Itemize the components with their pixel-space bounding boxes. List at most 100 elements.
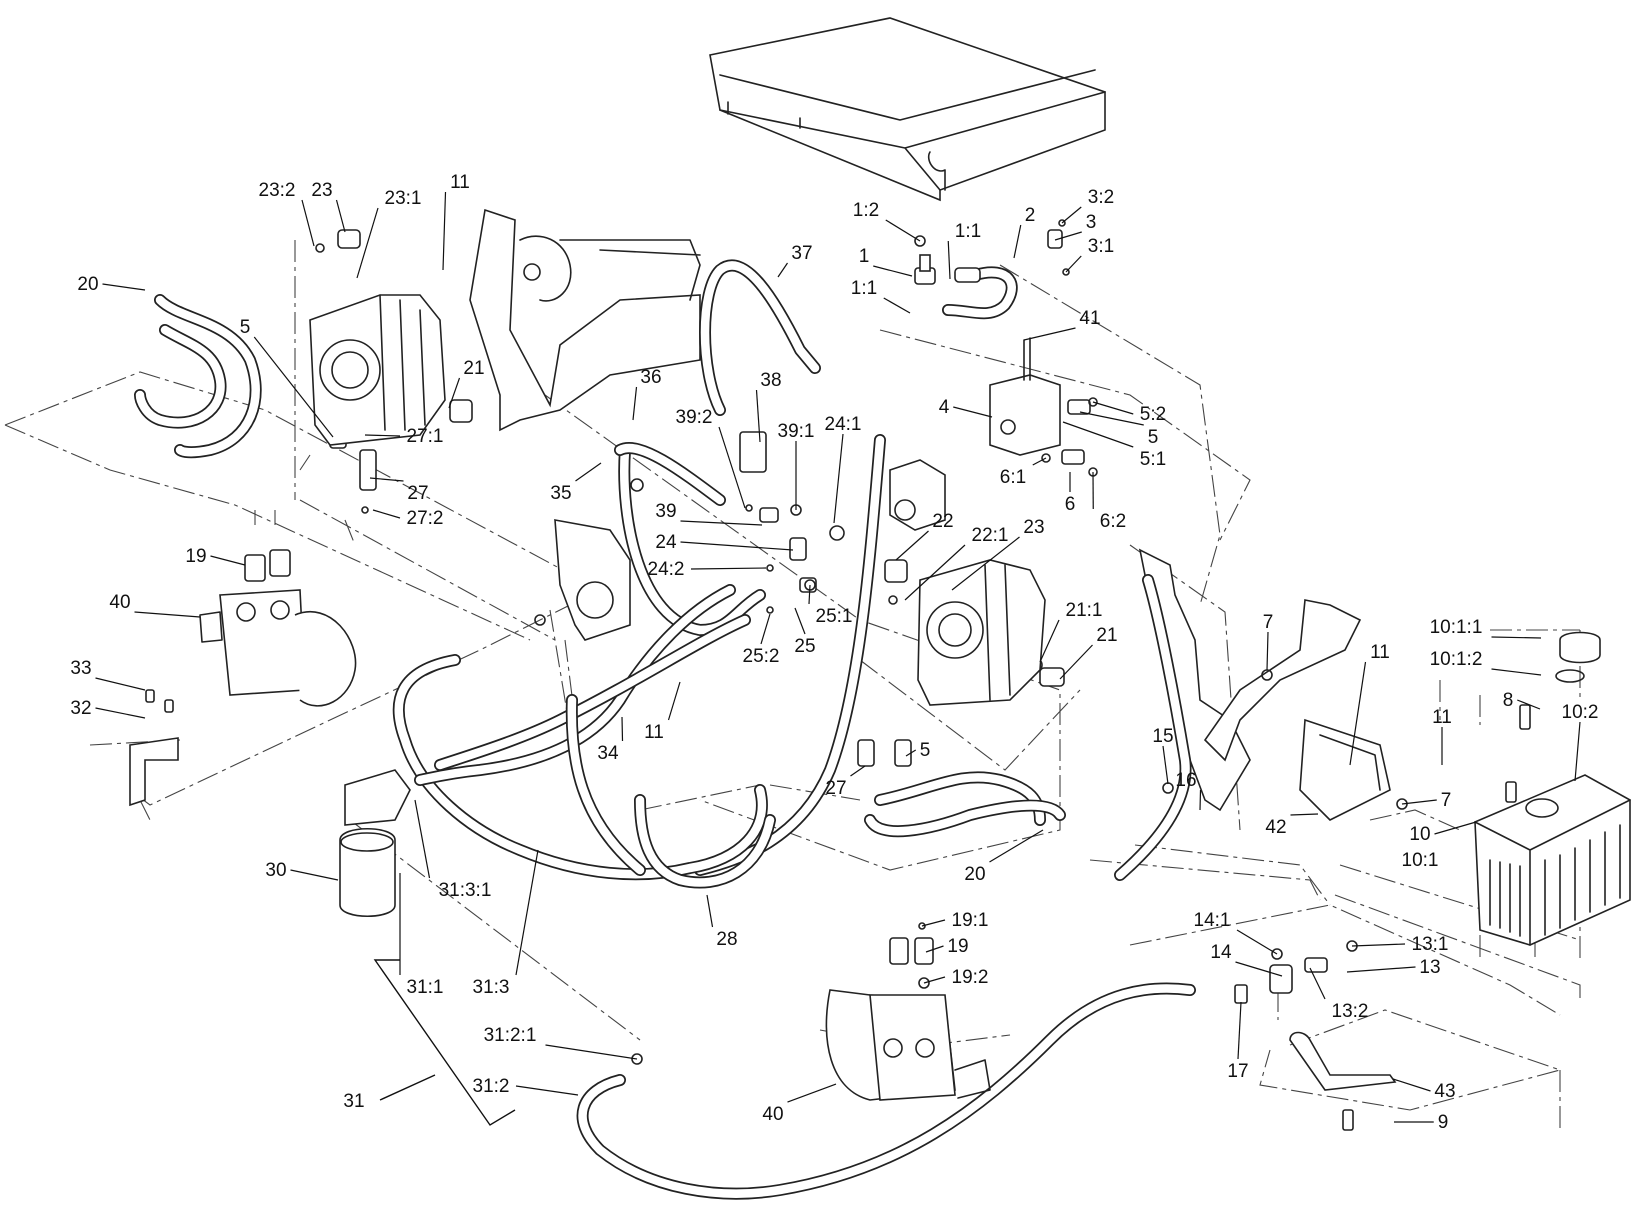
leader-c-32 (95, 707, 146, 719)
leader-c-27-1-left (364, 434, 401, 437)
callout-c-20-mid: 20 (964, 864, 985, 885)
callout-c-31: 31 (343, 1091, 364, 1112)
oil-cooler (709, 17, 1106, 202)
hydraulic-tank (1474, 631, 1631, 946)
callout-c-31-1: 31:1 (407, 977, 444, 998)
callout-c-9: 9 (1438, 1112, 1449, 1133)
leader-c-38 (755, 389, 761, 443)
callout-c-19-1: 19:1 (952, 910, 989, 931)
leader-c-21-right (1059, 644, 1093, 680)
leader-c-7-top (1266, 631, 1269, 671)
callout-c-8: 8 (1503, 690, 1514, 711)
leader-c-21-1 (1039, 619, 1060, 663)
leader-c-27-2-left (372, 509, 401, 519)
callout-c-14-1: 14:1 (1194, 910, 1231, 931)
callout-c-39: 39 (655, 501, 676, 522)
callout-c-31-2-1: 31:2:1 (484, 1025, 537, 1046)
callout-c-42: 42 (1265, 817, 1286, 838)
callout-c-25-1: 25:1 (816, 606, 853, 627)
leader-c-13-1 (1351, 943, 1406, 947)
leader-c-19-left (210, 555, 246, 566)
leader-c-24-1 (833, 433, 844, 524)
leader-c-5-2 (1092, 401, 1134, 415)
leader-c-19-1 (921, 919, 946, 927)
leader-c-5-left (253, 336, 334, 438)
leader-c-42 (1290, 813, 1319, 816)
leader-c-27-left (369, 477, 404, 482)
hydraulic-pump-top (309, 294, 446, 446)
wheel-motor-left (199, 589, 357, 707)
callout-c-10-1: 10:1 (1402, 850, 1439, 871)
leader-c-1-2 (885, 219, 921, 242)
leader-c-15 (1162, 745, 1169, 785)
leader-c-5-right (1079, 411, 1144, 426)
callout-c-21-left: 21 (463, 358, 484, 379)
leader-c-39 (680, 520, 763, 526)
callout-c-22: 22 (932, 511, 953, 532)
leader-c-23 (335, 199, 346, 233)
callout-c-3-1: 3:1 (1088, 236, 1114, 257)
leader-c-22 (895, 530, 929, 561)
leader-c-40-left (134, 611, 201, 618)
callout-c-15: 15 (1152, 726, 1173, 747)
callout-c-25-2: 25:2 (743, 646, 780, 667)
callout-c-34: 34 (597, 743, 619, 764)
leader-c-31-2-1 (545, 1044, 638, 1060)
leader-c-25-2 (760, 613, 771, 645)
hoses (134, 259, 1196, 1200)
callout-c-10-2: 10:2 (1562, 702, 1599, 723)
leader-c-31-3 (515, 849, 539, 976)
hydraulic-pump-mid (889, 459, 1046, 706)
callout-c-1-1b: 1:1 (851, 278, 877, 299)
callout-c-20-left: 20 (77, 274, 98, 295)
callout-c-6: 6 (1065, 494, 1076, 515)
leader-c-25-1 (808, 584, 811, 605)
leader-c-24-2 (690, 567, 767, 570)
callout-c-11-right: 11 (1370, 642, 1390, 663)
callout-c-3: 3 (1086, 212, 1097, 233)
leader-c-31-3-1 (414, 799, 431, 879)
callout-c-23-1: 23:1 (385, 188, 422, 209)
leader-c-14 (1235, 961, 1283, 977)
leader-c-35 (575, 462, 602, 482)
leader-c-24 (680, 541, 794, 551)
leader-c-19-right (925, 945, 944, 953)
callout-c-17: 17 (1227, 1061, 1248, 1082)
callout-c-28: 28 (716, 929, 737, 950)
leader-c-11-mid (667, 681, 681, 721)
leader-c-22-1 (904, 544, 966, 601)
leader-c-6-1 (1032, 457, 1047, 466)
callout-c-13-1: 13:1 (1412, 934, 1449, 955)
callout-c-1-2: 1:2 (853, 200, 879, 221)
callout-c-27-left: 27 (407, 483, 428, 504)
leader-c-3-2 (1061, 206, 1082, 224)
callout-c-27-mid: 27 (825, 778, 846, 799)
callout-c-37: 37 (791, 243, 812, 264)
leader-c-25 (794, 607, 806, 635)
callout-c-38: 38 (760, 370, 781, 391)
callout-c-39-1: 39:1 (778, 421, 815, 442)
callout-c-23: 23 (311, 180, 332, 201)
leader-c-41 (1023, 327, 1076, 341)
callout-c-35: 35 (550, 483, 571, 504)
callout-c-23-right: 23 (1023, 517, 1044, 538)
wheel-motor-right (825, 989, 991, 1101)
leader-c-10-1-2 (1491, 668, 1542, 676)
callout-c-2: 2 (1025, 205, 1036, 226)
callout-c-5-right: 5 (1148, 427, 1159, 448)
leader-c-23-2 (301, 199, 315, 247)
leader-c-19-2 (923, 976, 946, 984)
callout-c-7-low: 7 (1441, 790, 1452, 811)
callout-c-24-1: 24:1 (825, 414, 862, 435)
callout-c-11-mid: 11 (644, 722, 664, 743)
bracket-33 (129, 689, 179, 807)
leader-c-33 (95, 677, 146, 691)
valve-4 (989, 337, 1061, 456)
callout-c-23-2: 23:2 (259, 180, 296, 201)
callout-c-13-2: 13:2 (1332, 1001, 1369, 1022)
callout-c-40-right: 40 (762, 1104, 783, 1125)
leader-c-1-1a (947, 240, 951, 280)
callout-c-5-left: 5 (240, 317, 251, 338)
leader-c-40-right (787, 1083, 837, 1103)
leader-c-2 (1013, 224, 1022, 259)
